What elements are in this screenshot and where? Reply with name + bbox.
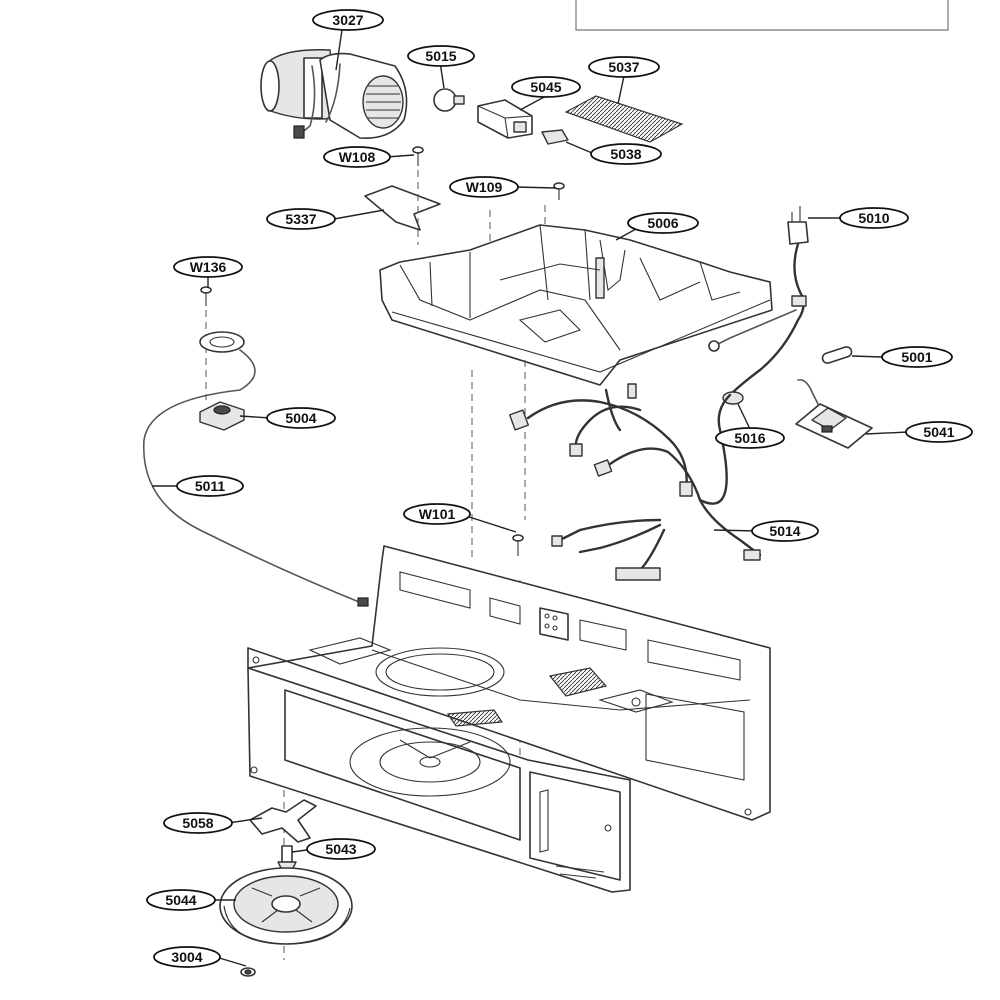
- part-3027-blower-fan: [260, 49, 408, 139]
- callout-5004: 5004: [266, 407, 336, 429]
- callout-5010-label: 5010: [858, 210, 889, 226]
- callout-W109: W109: [449, 176, 519, 198]
- part-5337-bracket-plate: [364, 185, 441, 231]
- part-5038-connector: [541, 129, 569, 145]
- title-block-frame: [575, 0, 949, 31]
- callout-W136: W136: [173, 256, 243, 278]
- part-5016-thermostat: [722, 391, 744, 405]
- part-3004-washer: [240, 967, 256, 977]
- part-5044-stirrer-cover: [219, 867, 353, 945]
- part-motor-mount-ring: [199, 331, 245, 353]
- callout-W109-label: W109: [466, 179, 503, 195]
- callout-5006: 5006: [627, 212, 699, 234]
- callout-5045: 5045: [511, 76, 581, 98]
- callout-5044: 5044: [146, 889, 216, 911]
- part-5045-lamp-socket: [477, 99, 533, 139]
- callout-5058: 5058: [163, 812, 233, 834]
- callout-5041-label: 5041: [923, 424, 954, 440]
- callout-5045-label: 5045: [530, 79, 561, 95]
- callout-W101-label: W101: [419, 506, 456, 522]
- callout-5043-label: 5043: [325, 841, 356, 857]
- part-5010-power-cord: [708, 206, 809, 397]
- callout-5337-label: 5337: [285, 211, 316, 227]
- callout-5037: 5037: [588, 56, 660, 78]
- callout-3027-label: 3027: [332, 12, 363, 28]
- callout-5004-label: 5004: [285, 410, 316, 426]
- part-5015-lamp-bulb: [433, 88, 465, 112]
- callout-5001: 5001: [881, 346, 953, 368]
- callout-5016-label: 5016: [734, 430, 765, 446]
- callout-5038-label: 5038: [610, 146, 641, 162]
- callout-5038: 5038: [590, 143, 662, 165]
- callout-5014-label: 5014: [769, 523, 800, 539]
- callout-5041: 5041: [905, 421, 973, 443]
- callout-5015: 5015: [407, 45, 475, 67]
- callout-3004-label: 3004: [171, 949, 202, 965]
- screw-w109: [553, 182, 565, 200]
- part-5058-stirrer-blade: [249, 799, 317, 843]
- part-5043-coupler: [277, 845, 297, 871]
- part-5011-cable: [143, 349, 369, 607]
- callout-W136-label: W136: [190, 259, 227, 275]
- callout-5011: 5011: [176, 475, 244, 497]
- callout-5058-label: 5058: [182, 815, 213, 831]
- leader-lines: [152, 29, 909, 967]
- screw-w136: [200, 286, 212, 306]
- screw-w101: [512, 534, 524, 556]
- part-5041-circuit-board: [795, 378, 873, 449]
- callout-5001-label: 5001: [901, 349, 932, 365]
- callout-5006-label: 5006: [647, 215, 678, 231]
- callout-5043: 5043: [306, 838, 376, 860]
- part-5014-wire-harness: [508, 383, 762, 581]
- callout-5044-label: 5044: [165, 892, 196, 908]
- part-5006-vent-housing: [379, 224, 773, 386]
- callout-W108-label: W108: [339, 149, 376, 165]
- callout-5010: 5010: [839, 207, 909, 229]
- callout-5016: 5016: [715, 427, 785, 449]
- callout-5014: 5014: [751, 520, 819, 542]
- part-5004-switch: [199, 401, 245, 431]
- screw-w108: [412, 146, 424, 166]
- callout-5011-label: 5011: [195, 478, 226, 494]
- callout-5337: 5337: [266, 208, 336, 230]
- part-5001-fuse: [821, 346, 853, 364]
- callout-5015-label: 5015: [425, 48, 456, 64]
- callout-3027: 3027: [312, 9, 384, 31]
- part-5037-filter-grille: [564, 95, 684, 143]
- callout-W101: W101: [403, 503, 471, 525]
- callout-W108: W108: [323, 146, 391, 168]
- callout-3004: 3004: [153, 946, 221, 968]
- callout-5037-label: 5037: [608, 59, 639, 75]
- part-oven-cavity-frame: [247, 545, 771, 893]
